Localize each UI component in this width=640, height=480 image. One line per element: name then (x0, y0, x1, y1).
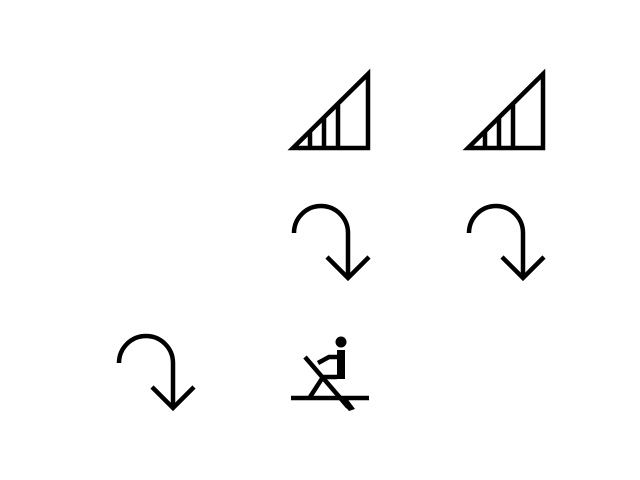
signal-strength-icon (285, 67, 375, 157)
signal-strength-icon (460, 67, 550, 157)
curved-arrow-down-icon (285, 197, 375, 287)
rowing-person-icon (285, 327, 375, 417)
curved-arrow-down-icon (460, 197, 550, 287)
curved-arrow-down-icon (110, 327, 200, 417)
